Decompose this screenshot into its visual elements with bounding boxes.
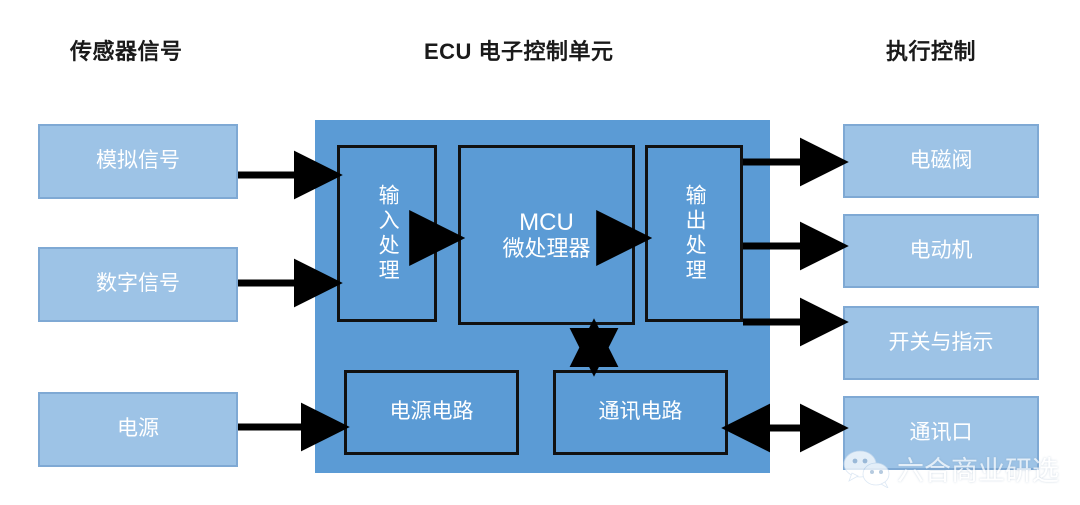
ecu-box-mcu-label-line2: 微处理器 <box>502 236 591 262</box>
ecu-box-mcu-label: MCU 微处理器 <box>502 209 590 262</box>
ecu-box-mcu[interactable]: MCU 微处理器 <box>458 145 635 325</box>
sensor-box-analog-signal[interactable]: 模拟信号 <box>38 124 238 199</box>
heading-actuator-control: 执行控制 <box>886 39 977 64</box>
ecu-box-input-processing[interactable]: 输入处理 <box>337 145 437 322</box>
sensor-box-power-supply[interactable]: 电源 <box>38 392 238 467</box>
ecu-box-power-circuit[interactable]: 电源电路 <box>344 370 519 455</box>
actuator-box-motor[interactable]: 电动机 <box>843 214 1039 288</box>
ecu-box-output-processing[interactable]: 输出处理 <box>645 145 743 322</box>
heading-ecu: ECU 电子控制单元 <box>424 39 614 64</box>
ecu-box-communication-circuit[interactable]: 通讯电路 <box>553 370 728 455</box>
actuator-box-switch-indicator[interactable]: 开关与指示 <box>843 306 1039 380</box>
ecu-box-output-processing-label: 输出处理 <box>683 183 707 284</box>
actuator-box-solenoid-valve[interactable]: 电磁阀 <box>843 124 1039 198</box>
ecu-box-mcu-label-line1: MCU <box>519 208 574 236</box>
sensor-box-digital-signal[interactable]: 数字信号 <box>38 247 238 322</box>
ecu-box-input-processing-label: 输入处理 <box>376 183 400 284</box>
actuator-box-communication-port[interactable]: 通讯口 <box>843 396 1039 470</box>
heading-sensor-signals: 传感器信号 <box>70 39 183 64</box>
